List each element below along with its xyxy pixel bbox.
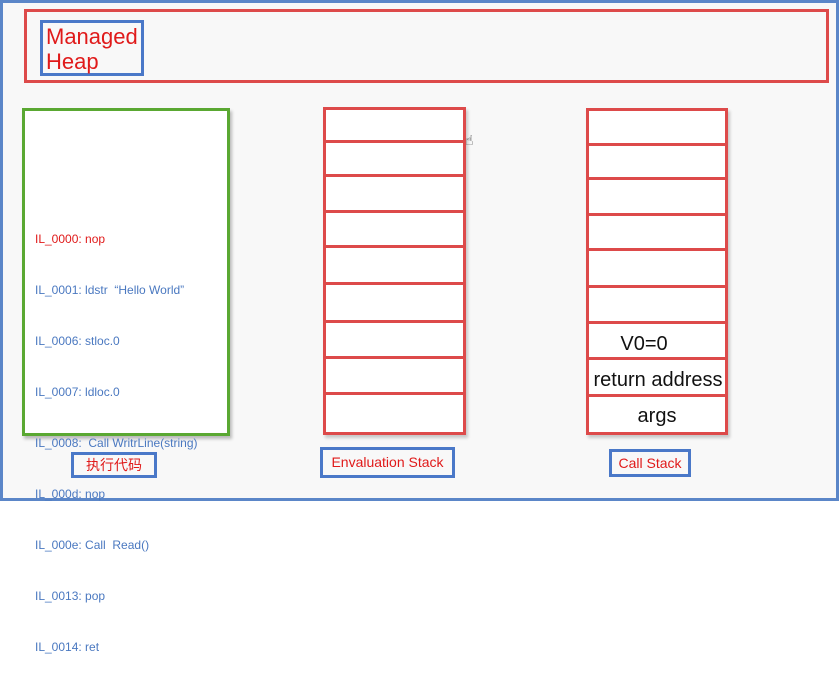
call-stack-slot: [589, 143, 725, 146]
code-line: IL_0008: Call WritrLine(string): [35, 436, 198, 450]
call-stack-slot: [589, 321, 725, 324]
evaluation-stack-caption: Envaluation Stack: [320, 447, 455, 478]
evaluation-stack-slot: [326, 282, 463, 285]
managed-heap-label: Managed Heap: [40, 20, 144, 76]
call-stack-slot: [589, 213, 725, 216]
managed-heap-box: [24, 9, 829, 83]
code-lines: IL_0000: nop IL_0001: ldstr “Hello World…: [35, 197, 198, 690]
call-stack-slot: [589, 248, 725, 251]
call-stack-args: args: [637, 405, 677, 427]
evaluation-stack-slot: [326, 320, 463, 323]
evaluation-stack-slot: [326, 392, 463, 395]
code-line: IL_0006: stloc.0: [35, 334, 120, 348]
call-stack-return-address: return address: [593, 369, 723, 391]
call-stack-v0: V0=0: [620, 333, 668, 355]
code-line: IL_0013: pop: [35, 589, 106, 603]
code-line: IL_000e: Call Read(): [35, 538, 150, 552]
evaluation-stack-slot: [326, 174, 463, 177]
call-stack-slot: [589, 177, 725, 180]
evaluation-stack: [323, 107, 466, 435]
evaluation-stack-slot: [326, 210, 463, 213]
code-line: IL_0007: ldloc.0: [35, 385, 120, 399]
call-stack: V0=0 return address args: [586, 108, 728, 435]
code-panel-caption: 执行代码: [71, 452, 157, 478]
code-line-current: IL_0000: nop: [35, 232, 106, 246]
code-line: IL_0001: ldstr “Hello World”: [35, 283, 185, 297]
code-line: IL_000d: nop: [35, 487, 106, 501]
managed-heap-label-line2: Heap: [46, 49, 99, 74]
evaluation-stack-slot: [326, 245, 463, 248]
call-stack-slot: [589, 357, 725, 360]
code-line: IL_0014: ret: [35, 640, 100, 654]
call-stack-slot: [589, 394, 725, 397]
hand-pointer-icon: ☝: [465, 133, 474, 149]
call-stack-slot: [589, 285, 725, 288]
evaluation-stack-slot: [326, 140, 463, 143]
call-stack-caption: Call Stack: [609, 449, 691, 477]
managed-heap-label-line1: Managed: [46, 24, 138, 49]
code-panel: IL_0000: nop IL_0001: ldstr “Hello World…: [22, 108, 230, 654]
evaluation-stack-slot: [326, 356, 463, 359]
